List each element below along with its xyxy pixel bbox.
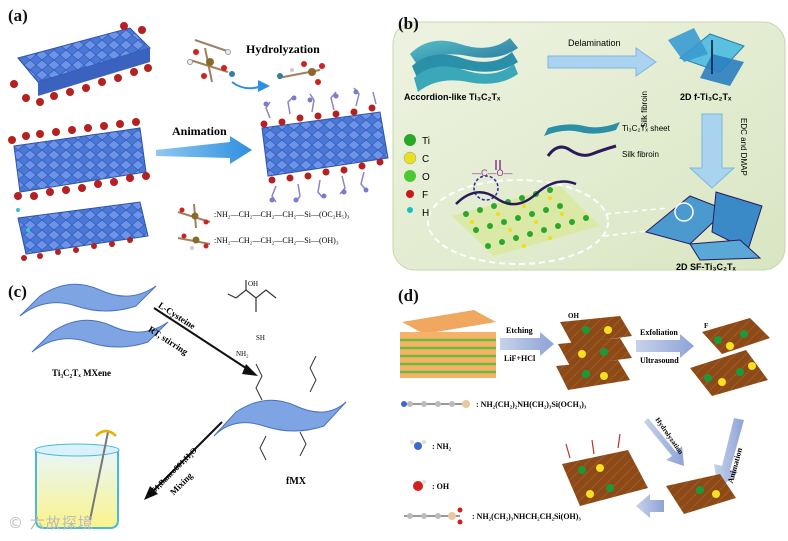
formula-2: :NH₂—CH₂—CH₂—CH₂—Si—(OH)₃ — [214, 236, 339, 245]
key-3-label: : OH — [432, 482, 450, 491]
silane-icon-2 — [177, 233, 211, 250]
animation-label: Animation — [172, 124, 227, 138]
oh-label: OH — [248, 280, 259, 288]
delamination-label: Delamination — [568, 38, 621, 48]
atom-legend — [403, 134, 417, 213]
ultrasound-label: Ultrasound — [640, 356, 679, 365]
exfoliated-mxene — [690, 318, 770, 396]
etching-label: Etching — [506, 326, 533, 335]
exfoliation-label: Exfoliation — [640, 328, 678, 337]
key-2-label: : NH₂ — [432, 442, 452, 451]
silane-hydrolyzed — [277, 61, 325, 85]
panel-a — [8, 22, 389, 261]
mxene-slab-bottom — [17, 201, 149, 255]
sf-ti-label: 2D SF-Ti₃C₂Tₓ — [676, 262, 736, 272]
ester-label: —C—O— — [472, 168, 513, 178]
functionalized-sheet — [562, 433, 736, 514]
silk-fibroin-vertical: Silk fibroin — [640, 91, 649, 128]
key-molecule-4 — [404, 507, 463, 525]
sheet-legend-label: Ti₃C₂Tₓ sheet — [622, 124, 670, 133]
formula-1: :NH₂—CH₂—CH₂—CH₂—Si—(OC₂H₅)₃ — [214, 210, 350, 219]
silk-legend-label: Silk fibroin — [622, 150, 659, 159]
panel-b-label: (b) — [398, 14, 419, 33]
f-d-label: F — [704, 322, 709, 330]
oh-icon — [413, 480, 426, 491]
functionalized-slab — [261, 111, 389, 177]
lif-label: LiF+HCl — [504, 354, 536, 363]
mxene-slab-top — [17, 27, 151, 96]
panel-c-label: (c) — [8, 282, 27, 301]
accordion-label: Accordion-like Ti₃C₂Tₓ — [404, 92, 501, 102]
sf-ti-closeup — [452, 180, 600, 256]
layered-max — [400, 310, 496, 378]
panel-d-label: (d) — [398, 286, 419, 305]
f-ti-label: 2D f-Ti₃C₂Tₓ — [680, 92, 732, 102]
hydrolyzation-label: Hydrolyzation — [246, 42, 320, 56]
key-molecule-1 — [401, 400, 470, 408]
nh2-label: NH₂ — [236, 350, 249, 358]
mxene-slab-middle — [13, 127, 147, 193]
panel-a-label: (a) — [8, 6, 28, 25]
key-1-label: : NH₂(CH₂)₂NH(CH₂)₃Si(OCH₃)₃ — [476, 400, 587, 409]
beaker — [34, 429, 120, 529]
sf-ti-flake — [644, 191, 763, 261]
mxene-label: Ti₃C₂Tₓ MXene — [52, 368, 112, 378]
accordion-mxene — [410, 38, 518, 92]
watermark: © 六故探境 — [8, 514, 94, 532]
nh2-icon — [410, 440, 426, 450]
sh-label: SH — [256, 334, 265, 342]
key-4-label: : NH₂(CH₂)₃NHCH₂CH₂Si(OH)₃ — [472, 512, 581, 521]
panel-d — [400, 310, 770, 525]
edc-dmap-label: EDC and DMAP — [739, 118, 748, 176]
fmx-label: fMX — [286, 476, 306, 487]
silane-icon-1 — [177, 203, 211, 229]
etched-mxene — [556, 316, 632, 390]
panel-b — [392, 21, 786, 271]
panel-c — [19, 280, 347, 529]
f-ti-flakes — [668, 28, 745, 86]
oh-d-label: OH — [568, 312, 579, 320]
